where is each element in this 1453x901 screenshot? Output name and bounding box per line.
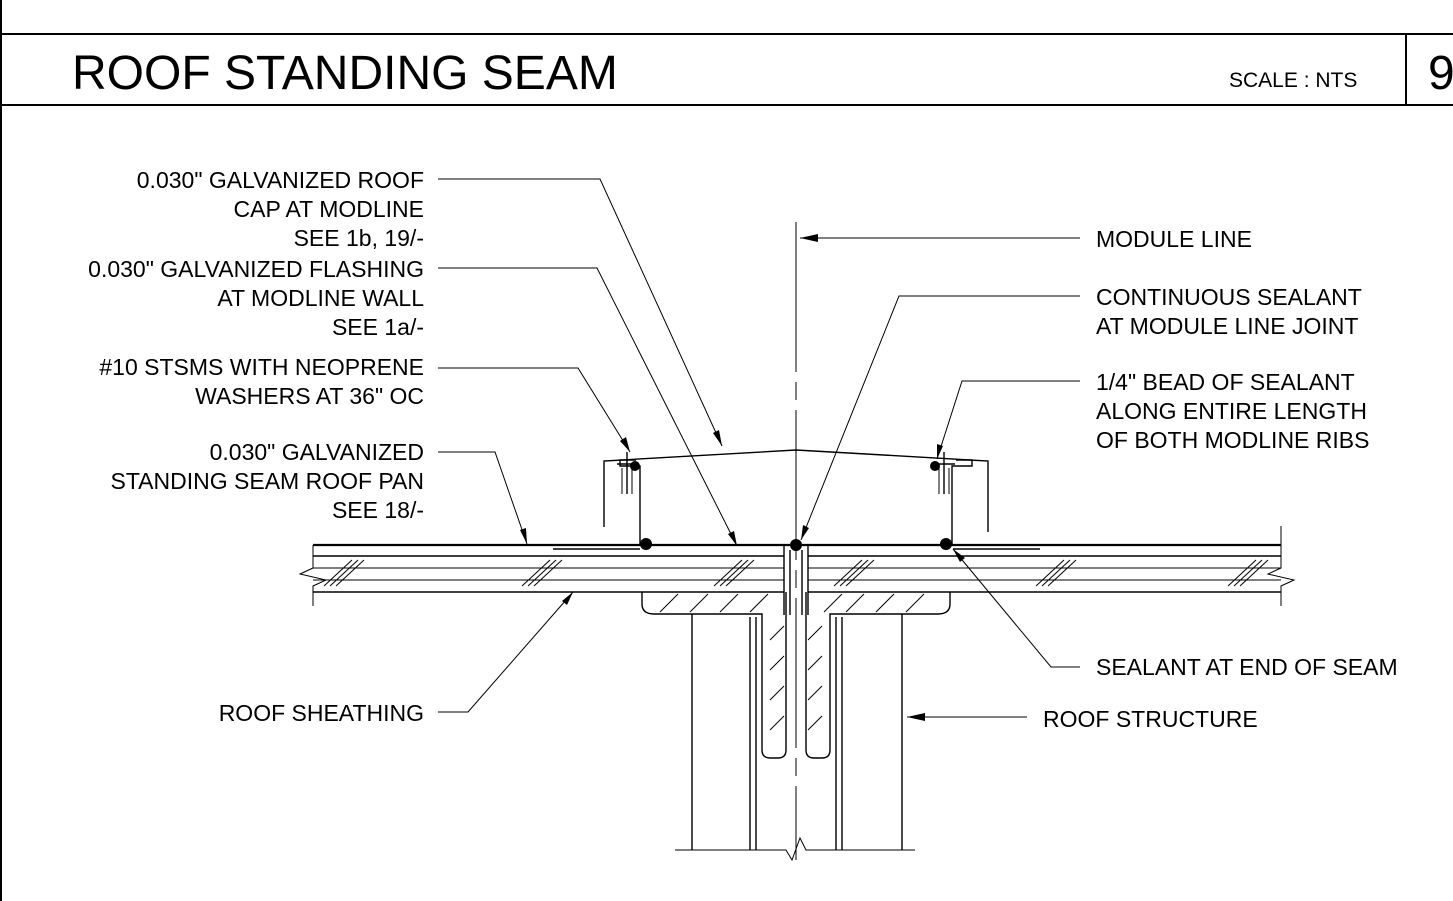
note-line: AT MODLINE WALL <box>217 285 424 311</box>
sealant-bead-rib-right <box>930 461 940 471</box>
arrowhead <box>713 430 722 446</box>
note-line: OF BOTH MODLINE RIBS <box>1096 427 1369 453</box>
note-line: STANDING SEAM ROOF PAN <box>110 468 424 494</box>
note-roof-pan: 0.030" GALVANIZED STANDING SEAM ROOF PAN… <box>110 439 424 523</box>
arrowhead <box>800 234 818 242</box>
note-roof-sheathing: ROOF SHEATHING <box>219 700 424 726</box>
plate-hatch <box>659 593 925 731</box>
roof-sheathing <box>298 526 1296 606</box>
right-notes: MODULE LINE CONTINUOUS SEALANT AT MODULE… <box>1043 226 1398 732</box>
left-notes: 0.030" GALVANIZED ROOF CAP AT MODLINE SE… <box>88 167 424 726</box>
note-line: SEE 1a/- <box>332 314 424 340</box>
note-line: SEE 18/- <box>332 497 424 523</box>
sealant-seam-end-left <box>640 538 652 550</box>
sealant-bead-rib-left <box>630 461 640 471</box>
leader-roof-cap <box>438 178 723 447</box>
note-sealant-end-of-seam: SEALANT AT END OF SEAM <box>1096 654 1398 680</box>
standing-seam-ribs <box>617 452 973 545</box>
note-roof-cap: 0.030" GALVANIZED ROOF CAP AT MODLINE SE… <box>137 167 424 251</box>
leader-bead-of-sealant <box>936 380 1080 460</box>
sealant-seam-end-right <box>940 538 952 550</box>
break-line-left <box>298 545 328 606</box>
roof-cap <box>603 449 989 532</box>
note-line: WASHERS AT 36" OC <box>195 383 424 409</box>
sealant-module-joint <box>790 539 802 551</box>
leaders <box>438 178 1080 721</box>
modline-flashing <box>783 545 809 615</box>
note-line: ROOF SHEATHING <box>219 700 424 726</box>
leader-flashing <box>438 267 738 547</box>
roof-structure <box>675 614 915 862</box>
detail-title: ROOF STANDING SEAM <box>72 47 618 100</box>
leader-roof-pan <box>438 451 528 545</box>
detail-scale: SCALE : NTS <box>1229 69 1357 92</box>
leader-continuous-sealant <box>800 295 1080 541</box>
sheathing-grain <box>323 559 1269 587</box>
note-line: CAP AT MODLINE <box>234 196 424 222</box>
arrowhead <box>728 531 737 546</box>
leader-screws <box>438 367 631 453</box>
note-line: AT MODULE LINE JOINT <box>1096 313 1358 339</box>
rib-right <box>951 459 973 545</box>
detail-number: 9 <box>1428 47 1453 100</box>
note-continuous-sealant: CONTINUOUS SEALANT AT MODULE LINE JOINT <box>1096 284 1362 339</box>
note-line: SEE 1b, 19/- <box>294 225 424 251</box>
note-module-line: MODULE LINE <box>1096 226 1252 252</box>
leader-sealant-end-of-seam <box>952 548 1080 668</box>
break-line-right <box>1266 526 1296 606</box>
screw-left <box>617 452 638 494</box>
note-line: ALONG ENTIRE LENGTH <box>1096 398 1367 424</box>
arrowhead <box>562 592 573 605</box>
arrowhead <box>620 437 630 452</box>
note-line: 1/4" BEAD OF SEALANT <box>1096 369 1355 395</box>
note-line: 0.030" GALVANIZED ROOF <box>137 167 424 193</box>
section-drawing <box>298 222 1296 862</box>
note-roof-structure: ROOF STRUCTURE <box>1043 706 1258 732</box>
note-line: #10 STSMS WITH NEOPRENE <box>99 354 424 380</box>
note-line: 0.030" GALVANIZED <box>210 439 424 465</box>
arrowhead <box>520 528 527 544</box>
note-bead-of-sealant: 1/4" BEAD OF SEALANT ALONG ENTIRE LENGTH… <box>1096 369 1369 453</box>
break-line-bottom <box>675 836 915 862</box>
leader-roof-sheathing <box>438 591 574 713</box>
rib-left <box>619 459 641 545</box>
roof-cap-outline <box>603 449 989 532</box>
sealant-beads <box>630 461 952 551</box>
note-flashing: 0.030" GALVANIZED FLASHING AT MODLINE WA… <box>88 256 424 340</box>
note-screws: #10 STSMS WITH NEOPRENE WASHERS AT 36" O… <box>99 354 424 409</box>
top-plate-left <box>641 592 787 759</box>
note-line: 0.030" GALVANIZED FLASHING <box>88 256 424 282</box>
top-plate-right <box>805 592 951 759</box>
arrowhead <box>937 444 943 459</box>
arrowhead <box>801 525 809 540</box>
top-plates <box>641 592 951 759</box>
arrowhead <box>907 713 925 721</box>
note-line: CONTINUOUS SEALANT <box>1096 284 1362 310</box>
